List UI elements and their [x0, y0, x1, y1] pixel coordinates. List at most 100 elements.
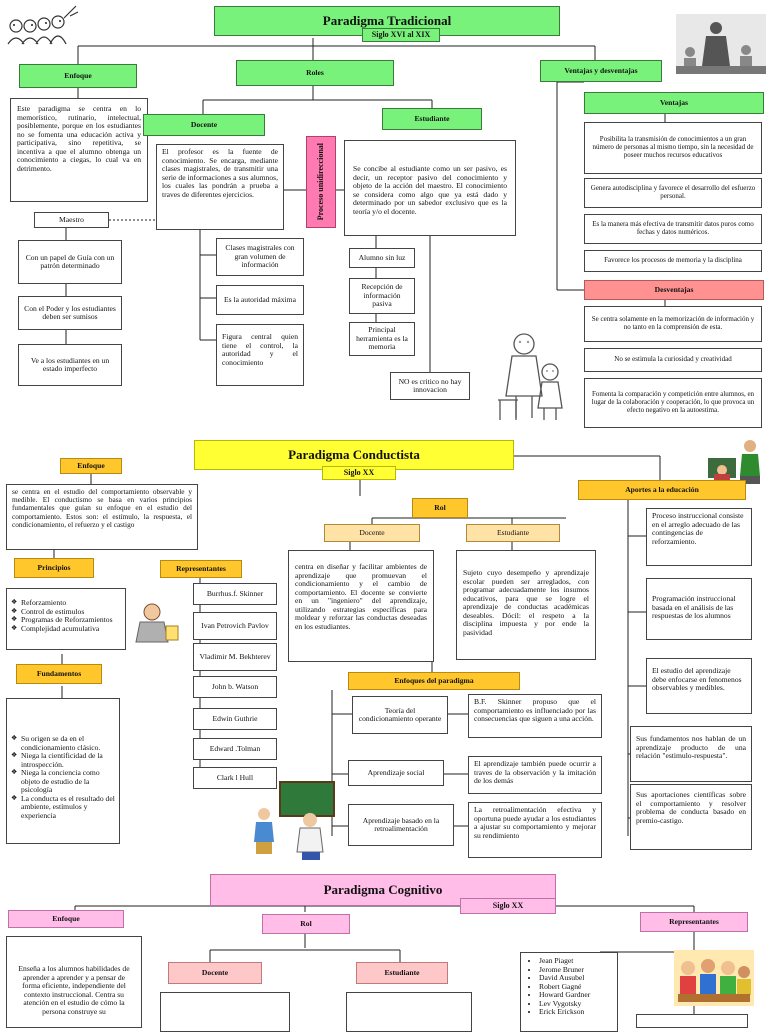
tradicional-estudiante-text: Se concibe al estudiante como un ser pas… [344, 140, 516, 236]
tradicional-enfoque-text: Este paradigma se centra en lo memorísti… [10, 98, 148, 202]
representante-item: Edwin Guthrie [193, 708, 277, 730]
cognitivo-representante-item: Jerome Bruner [539, 965, 613, 975]
conductista-enfoque-label: Enfoque [60, 458, 122, 474]
tradicional-estudiante-label: Estudiante [382, 108, 482, 130]
aporte-item: Programación instruccional basada en el … [646, 578, 752, 640]
professor-figure-image [132, 600, 182, 650]
tradicional-siglo: Siglo XVI al XIX [362, 28, 440, 42]
conductista-principios-label: Principios [14, 558, 94, 578]
conductista-docente-label: Docente [324, 524, 420, 542]
enfoque-name-item: Aprendizaje social [348, 760, 444, 786]
representante-item: Clark l Hull [193, 767, 277, 789]
cognitivo-estudiante-text [346, 992, 472, 1032]
tradicional-desventajas-label: Desventajas [584, 280, 764, 300]
cognitivo-rol-label: Rol [262, 914, 350, 934]
cognitivo-representante-item: Howard Gardner [539, 990, 613, 1000]
conductista-representantes-label: Representantes [160, 560, 242, 578]
tradicional-estudiante-item-3: Principal herramienta es la memoria [349, 322, 415, 356]
fundamento-item: Niega la conciencia como objeto de estud… [21, 768, 116, 795]
cognitivo-docente-label: Docente [168, 962, 262, 984]
conductista-enfoques-label: Enfoques del paradigma [348, 672, 520, 690]
cognitivo-representantes-list: Jean Piaget Jerome Bruner David Ausubel … [520, 952, 618, 1032]
tradicional-docente-label: Docente [143, 114, 265, 136]
enfoque-name-item: Aprendizaje basado en la retroalimentaci… [348, 804, 454, 846]
principio-item: Reforzamiento [21, 598, 122, 608]
enfoque-desc-item: La retroalimentación efectiva y oportuna… [468, 802, 602, 858]
cognitivo-title: Paradigma Cognitivo [323, 881, 443, 897]
tradicional-enfoque-label: Enfoque [19, 64, 137, 88]
fundamento-item: La conducta es el resultado del ambiente… [21, 794, 116, 821]
tradicional-estudiante-item-1: Alumno sin luz [349, 248, 415, 268]
tradicional-maestro-item-1: Con un papel de Guía con un patrón deter… [18, 240, 122, 284]
representante-item: John b. Watson [193, 676, 277, 698]
representante-item: Edward .Tolman [193, 738, 277, 760]
principio-item: Complejidad acumulativa [21, 624, 122, 634]
tradicional-ventajas-item-2: Genera autodisciplina y favorece el desa… [584, 178, 762, 208]
tradicional-ventajas-item-1: Posibilita la transmisión de conocimient… [584, 122, 762, 174]
fundamento-item: Su origen se da en el condicionamiento c… [21, 734, 116, 752]
tradicional-maestro-item-2: Con el Poder y los estudiantes deben ser… [18, 296, 122, 330]
children-group-image [674, 950, 754, 1006]
cognitivo-representante-item: David Ausubel [539, 973, 613, 983]
tradicional-critico-box: NO es critico no hay innovacion [390, 372, 470, 400]
enfoque-desc-item: El aprendizaje también puede ocurrir a t… [468, 756, 602, 794]
tradicional-desventajas-item-3: Fomenta la comparación y competición ent… [584, 378, 762, 428]
cognitivo-representante-item: Lev Vygotsky [539, 999, 613, 1009]
cognitivo-docente-text [160, 992, 290, 1032]
conductista-rol-label: Rol [412, 498, 468, 518]
tradicional-docente-item-2: Es la autoridad máxima [216, 285, 304, 315]
tradicional-maestro-item-3: Ve a los estudiantes en un estado imperf… [18, 344, 122, 386]
teacher-student-drawing-image [494, 326, 572, 422]
students-cartoon-image [4, 4, 80, 46]
principio-item: Control de estimulos [21, 607, 122, 617]
cognitivo-representantes-extra-box [636, 1014, 748, 1028]
conductista-aportes-label: Aportes a la educación [578, 480, 746, 500]
conductista-docente-text: centra en diseñar y facilitar ambientes … [288, 550, 434, 662]
representante-item: Vladimir M. Bekhterev [193, 643, 277, 671]
tradicional-docente-item-3: Figura central quien tiene el control, l… [216, 324, 304, 386]
teacher-student-cartoon-image [250, 780, 336, 862]
tradicional-docente-item-1: Clases magistrales con gran volumen de i… [216, 238, 304, 276]
cognitivo-siglo: Siglo XX [460, 898, 556, 914]
conductista-fundamentos-label: Fundamentos [16, 664, 102, 684]
tradicional-docente-text: El profesor es la fuente de conocimiento… [156, 144, 284, 230]
tradicional-ventajas-item-4: Favorece los procesos de memoria y la di… [584, 250, 762, 272]
conductista-principios-list: Reforzamiento Control de estimulos Progr… [6, 588, 126, 650]
cognitivo-representante-item: Erick Erickson [539, 1007, 613, 1017]
tradicional-desventajas-item-2: No se estimula la curiosidad y creativid… [584, 348, 762, 372]
tradicional-estudiante-item-2: Recepción de información pasiva [349, 278, 415, 314]
teacher-classroom-image [676, 14, 766, 74]
conductista-fundamentos-list: Su origen se da en el condicionamiento c… [6, 698, 120, 844]
tradicional-roles-label: Roles [236, 60, 394, 86]
cognitivo-enfoque-label: Enfoque [8, 910, 124, 928]
fundamento-item: Niega la científicidad de la introspecci… [21, 751, 116, 769]
tradicional-ventajas-item-3: Es la manera más efectiva de transmitir … [584, 214, 762, 244]
conductista-siglo: Siglo XX [322, 466, 396, 480]
representante-item: Burrhus.f. Skinner [193, 583, 277, 605]
teacher-blackboard-image [706, 436, 766, 486]
cognitivo-representante-item: Jean Piaget [539, 956, 613, 966]
cognitivo-enfoque-text: Enseña a los alumnos habilidades de apre… [6, 936, 142, 1028]
enfoque-desc-item: B.F. Skinner propuso que el comportamien… [468, 694, 602, 738]
aporte-item: Sus fundamentos nos hablan de un aprendi… [630, 726, 752, 782]
aporte-item: Sus aportaciones científicas sobre el co… [630, 784, 752, 850]
aporte-item: El estudio del aprendizaje debe enfocars… [646, 658, 752, 714]
conductista-title: Paradigma Conductista [288, 446, 420, 462]
conductista-estudiante-label: Estudiante [466, 524, 560, 542]
enfoque-name-item: Teoría del condicionamiento operante [352, 696, 448, 734]
proceso-unidireccional-label: Proceso unidireccional [315, 143, 325, 221]
conductista-estudiante-text: Sujeto cuyo desempeño y aprendizaje esco… [456, 550, 596, 660]
tradicional-title: Paradigma Tradicional [322, 12, 452, 28]
tradicional-vd-label: Ventajas y desventajas [540, 60, 662, 82]
representante-item: Ivan Petrovich Pavlov [193, 612, 277, 640]
aporte-item: Proceso instruccional consiste en el arr… [646, 508, 752, 566]
proceso-unidireccional-box: Proceso unidireccional [306, 136, 336, 228]
cognitivo-estudiante-label: Estudiante [356, 962, 448, 984]
conductista-title-box: Paradigma Conductista [194, 440, 514, 470]
conductista-enfoque-text: se centra en el estudio del comportamien… [6, 484, 198, 550]
tradicional-maestro-label: Maestro [34, 212, 109, 228]
cognitivo-representante-item: Robert Gagné [539, 982, 613, 992]
cognitivo-representantes-label: Representantes [640, 912, 748, 932]
tradicional-desventajas-item-1: Se centra solamente en la memorización d… [584, 306, 762, 342]
tradicional-ventajas-label: Ventajas [584, 92, 764, 114]
